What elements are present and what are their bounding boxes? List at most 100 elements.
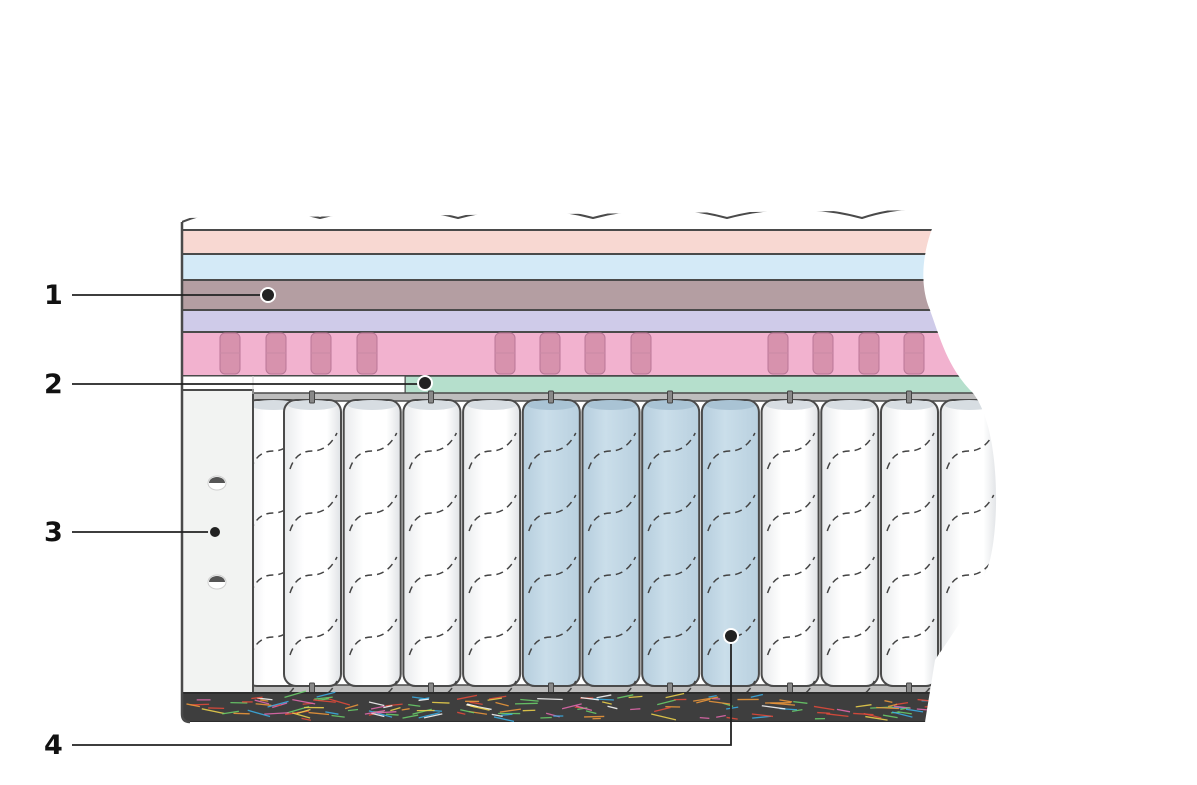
coil-stitching	[766, 432, 816, 718]
base-fiber	[233, 712, 250, 715]
base-fiber	[501, 713, 513, 716]
base-fiber	[419, 697, 430, 701]
base-fiber	[726, 706, 739, 710]
base-fiber	[977, 706, 997, 709]
base-fiber	[376, 711, 397, 714]
base-fiber	[251, 696, 263, 700]
base-fiber	[716, 714, 726, 718]
rail-clip	[787, 390, 793, 404]
cooling-foam-layer	[182, 253, 983, 281]
base-fiber	[930, 697, 953, 705]
base-fiber	[836, 708, 851, 713]
base-fiber	[607, 705, 618, 710]
base-fiber	[751, 713, 774, 718]
base-fiber	[296, 708, 311, 715]
base-fiber	[657, 699, 677, 706]
base-fiber	[708, 700, 731, 705]
callout-2-label: 2	[44, 369, 63, 400]
pocket-spring-top	[705, 400, 755, 410]
pocket-spring	[760, 399, 820, 687]
base-fiber	[750, 693, 764, 698]
pocket-spring-top	[467, 400, 517, 410]
callout-4-leader	[72, 636, 732, 746]
base-fiber	[364, 709, 386, 715]
base-fiber	[977, 710, 989, 714]
callout-2	[72, 375, 433, 391]
base-fiber	[325, 697, 351, 706]
pocket-spring-zoned	[641, 399, 701, 687]
base-fiber	[292, 698, 316, 705]
base-fiber	[813, 705, 835, 711]
base-fiber	[254, 699, 270, 705]
base-fiber	[260, 699, 269, 702]
pocket-spring	[402, 399, 462, 687]
base-fiber	[584, 715, 605, 718]
top-comfort-layer	[182, 229, 983, 255]
base-fiber	[314, 696, 333, 700]
base-fiber	[855, 704, 872, 708]
base-fiber	[201, 708, 225, 715]
base-fiber	[897, 711, 912, 715]
base-fiber	[401, 708, 410, 711]
base-fiber	[793, 700, 808, 704]
base-fiber	[651, 713, 677, 721]
callout-1-dot	[260, 287, 276, 303]
base-fiber	[882, 714, 898, 719]
base-fiber	[264, 712, 289, 715]
base-fiber	[247, 709, 271, 718]
coil-stitching	[408, 432, 458, 718]
base-fiber	[493, 716, 515, 722]
base-fiber	[895, 702, 909, 706]
callout-3	[72, 525, 222, 539]
base-fiber	[726, 716, 738, 720]
base-fiber	[257, 697, 273, 701]
pocket-spring	[1000, 400, 1057, 686]
pocket-spring	[820, 399, 880, 687]
pocket-spring	[283, 399, 342, 687]
coil-stitching	[468, 432, 517, 718]
base-fiber	[696, 698, 711, 704]
rail-clip	[309, 390, 315, 404]
base-fiber	[255, 703, 272, 706]
callout-4	[72, 628, 739, 746]
base-fiber	[408, 703, 421, 707]
pocket-spring-top	[765, 400, 815, 410]
base-fiber	[983, 695, 993, 698]
coil-stitching	[945, 432, 995, 718]
base-fiber	[887, 703, 898, 708]
base-fiber	[876, 706, 899, 710]
pocket-spring-top	[526, 400, 576, 410]
mattress-body	[182, 210, 1057, 722]
coil-stitching	[250, 432, 299, 718]
base-fiber	[292, 712, 311, 719]
rail-clip	[428, 390, 434, 404]
base-fiber	[617, 694, 634, 699]
callout-2-dot	[417, 375, 433, 391]
base-fiber	[267, 700, 289, 708]
base-fiber	[959, 716, 984, 722]
base-fiber	[402, 714, 419, 719]
base-fiber	[628, 695, 643, 699]
base-fiber	[561, 703, 582, 710]
coil-stitching	[826, 432, 875, 718]
base-fiber	[368, 710, 393, 718]
base-fiber	[891, 711, 913, 718]
coil-stitching	[289, 432, 338, 718]
pocket-spring-zoned	[521, 399, 581, 687]
coil-stitching	[886, 432, 935, 718]
base-fiber	[325, 711, 339, 715]
coil-stitching	[587, 432, 637, 718]
memory-foam-layer	[182, 279, 983, 311]
air-vent-lower-shade	[209, 576, 225, 582]
coil-stitching	[528, 432, 577, 718]
base-fiber	[186, 703, 200, 708]
pocket-spring-top	[586, 400, 636, 410]
base-fiber	[817, 711, 831, 714]
callout-1	[72, 287, 276, 303]
base-fiber	[968, 696, 978, 699]
base-fiber	[826, 713, 849, 718]
base-fiber	[892, 706, 905, 709]
base-fiber	[693, 696, 719, 702]
pocket-spring-top	[1004, 400, 1053, 410]
